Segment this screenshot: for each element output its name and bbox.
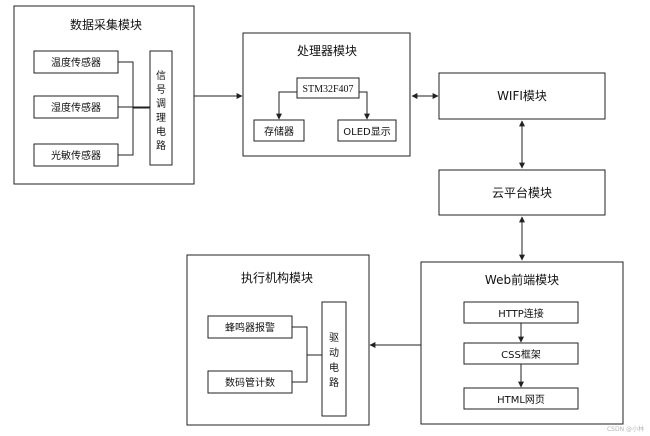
html-label: HTML网页: [497, 394, 545, 406]
data-acquisition-module: 数据采集模块 温度传感器 湿度传感器 光敏传感器 信 号 调 理 电 路: [13, 5, 195, 185]
signal-conditioning-char: 路: [156, 139, 166, 152]
actuator-title: 执行机构模块: [241, 270, 313, 285]
cloud-title: 云平台模块: [492, 185, 552, 200]
web-title: Web前端模块: [485, 272, 559, 287]
wifi-title: WIFI模块: [497, 89, 547, 103]
mcu-label: STM32F407: [302, 84, 353, 95]
signal-conditioning-char: 信: [156, 70, 166, 82]
mcu-to-oled-arrow: [359, 91, 370, 120]
processor-title: 处理器模块: [297, 44, 357, 58]
http-label: HTTP连接: [498, 307, 544, 320]
actuator-module: 执行机构模块 蜂鸣器报警 数码管计数 驱 动 电 路: [186, 254, 370, 426]
drive-circuit-char: 动: [329, 347, 339, 359]
light-sensor-label: 光敏传感器: [51, 149, 101, 162]
signal-conditioning-char: 调: [156, 98, 166, 110]
temp-to-signal-line: [118, 61, 150, 109]
cloud-frame: [438, 169, 606, 216]
drive-to-display-line: [292, 355, 308, 383]
signal-conditioning-char: 电: [156, 125, 166, 138]
oled-box: [337, 119, 397, 142]
watermark-text: CSDN @小林: [607, 425, 644, 433]
humidity-sensor-label: 湿度传感器: [51, 101, 101, 114]
buzzer-label: 蜂鸣器报警: [225, 321, 275, 334]
cloud-platform-module: 云平台模块: [438, 169, 606, 216]
mcu-box: [296, 77, 360, 99]
html-box: [463, 387, 579, 410]
css-label: CSS框架: [501, 348, 541, 361]
drive-circuit-char: 路: [329, 376, 339, 389]
web-frontend-module: Web前端模块 HTTP连接 CSS框架 HTML网页: [420, 261, 624, 425]
digit-display-label: 数码管计数: [225, 376, 275, 389]
storage-label: 存储器: [264, 125, 294, 138]
oled-label: OLED显示: [343, 126, 390, 138]
data-acquisition-title: 数据采集模块: [70, 17, 142, 32]
wifi-module: WIFI模块: [438, 72, 606, 120]
drive-circuit-char: 驱: [329, 332, 339, 344]
temperature-sensor-label: 温度传感器: [51, 56, 101, 69]
storage-box: [253, 119, 305, 142]
drive-to-buzzer-line: [292, 326, 322, 356]
signal-conditioning-char: 理: [156, 112, 166, 124]
signal-conditioning-char: 号: [156, 84, 166, 96]
mcu-to-storage-arrow: [276, 91, 297, 120]
drive-circuit-char: 电: [329, 361, 339, 374]
wifi-frame: [438, 72, 606, 120]
drive-circuit-box: [321, 301, 347, 417]
light-to-signal-line: [118, 108, 134, 156]
processor-module: 处理器模块 STM32F407 存储器 OLED显示: [242, 32, 411, 157]
